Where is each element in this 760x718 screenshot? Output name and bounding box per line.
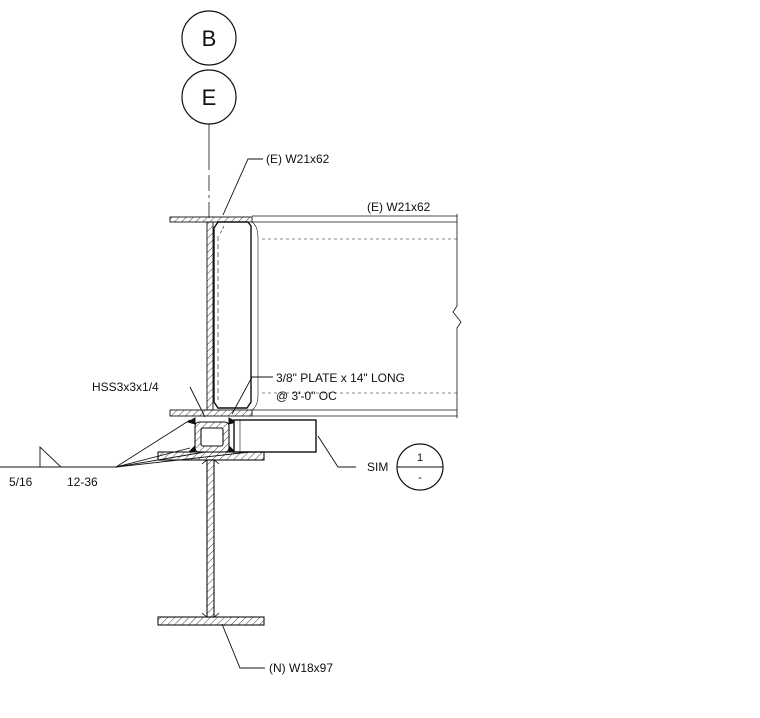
new-beam-section (157, 451, 265, 626)
existing-beam-elevation (251, 214, 462, 418)
label-sim: SIM (367, 460, 388, 474)
label-new-beam: (N) W18x97 (269, 661, 333, 675)
section-number: 1 (417, 452, 423, 464)
weld-symbol (0, 419, 251, 468)
grid-bubble-e-label: E (202, 85, 217, 110)
label-existing-beam: (E) W21x62 (367, 200, 431, 214)
existing-column-section (169, 216, 253, 417)
steel-plate (233, 419, 317, 453)
grid-bubble-e: E (181, 69, 237, 125)
section-marker (396, 443, 444, 491)
grid-bubble-b: B (181, 10, 237, 66)
grid-bubble-b-label: B (202, 26, 217, 51)
hss-tube (194, 421, 230, 453)
weld-size: 5/16 (9, 475, 33, 489)
leader-lines (189, 158, 356, 669)
label-hss: HSS3x3x1/4 (92, 380, 159, 394)
label-plate-line1: 3/8" PLATE x 14" LONG (276, 371, 405, 385)
label-plate-line2: @ 3'-0" OC (276, 389, 337, 403)
section-sheet: - (418, 472, 422, 484)
label-existing-column: (E) W21x62 (266, 152, 330, 166)
weld-length-pitch: 12-36 (67, 475, 98, 489)
